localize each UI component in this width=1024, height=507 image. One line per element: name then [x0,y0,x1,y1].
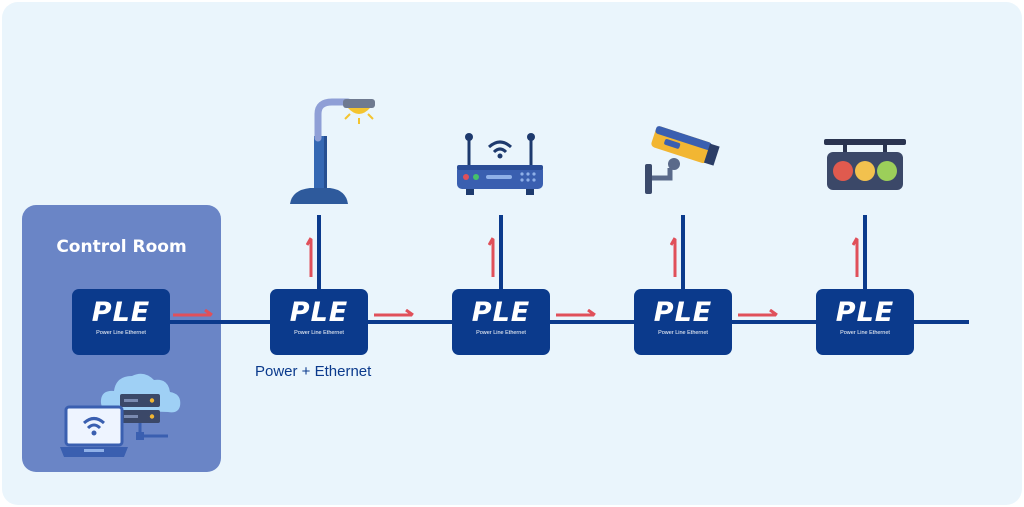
cloud-server-icon [100,373,181,440]
ple-logo: PLE [653,297,713,328]
arrow-right-icon [738,309,778,317]
ple-unit-traffic-light: PLE Power Line Ethernet [816,289,914,355]
ple-logo: PLE [289,297,349,328]
laptop-icon [60,405,128,457]
arrow-up-icon [306,237,313,277]
ple-subtitle: Power Line Ethernet [294,330,344,336]
traffic-light-icon [824,139,906,190]
wifi-router-icon [457,133,543,195]
street-lamp-icon [290,98,375,204]
ple-logo: PLE [835,297,895,328]
ple-unit-router: PLE Power Line Ethernet [452,289,550,355]
arrow-right-icon [556,309,596,317]
ple-logo: PLE [91,297,151,328]
control-room-title: Control Room [56,237,187,257]
ple-unit-camera: PLE Power Line Ethernet [634,289,732,355]
security-camera-icon [645,126,720,194]
ple-subtitle: Power Line Ethernet [658,330,708,336]
ple-unit-lamp: PLE Power Line Ethernet [270,289,368,355]
drop-line-traffic-light [863,215,867,290]
arrow-up-icon [852,237,859,277]
ple-subtitle: Power Line Ethernet [96,330,146,336]
arrow-up-icon [488,237,495,277]
arrow-up-icon [670,237,677,277]
power-ethernet-caption: Power + Ethernet [255,363,372,380]
drop-line-camera [681,215,685,290]
arrow-right-icon [374,309,414,317]
ple-subtitle: Power Line Ethernet [840,330,890,336]
power-ethernet-line [170,320,969,324]
ple-logo: PLE [471,297,531,328]
drop-line-lamp [317,215,321,290]
ple-subtitle: Power Line Ethernet [476,330,526,336]
drop-line-router [499,215,503,290]
arrow-right-icon [173,309,213,317]
ple-unit-control: PLE Power Line Ethernet [72,289,170,355]
